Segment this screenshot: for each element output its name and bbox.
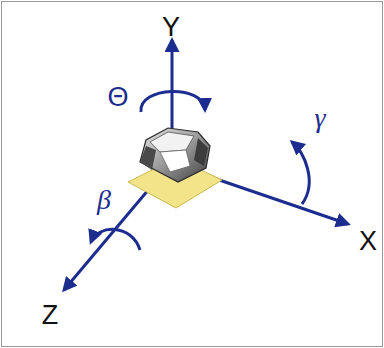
bracket-wing xyxy=(140,146,156,170)
z-axis xyxy=(64,176,160,290)
rotation-label: β xyxy=(97,186,111,214)
axis-label: Z xyxy=(42,302,59,329)
bracket-face xyxy=(150,132,194,152)
bracket-slot xyxy=(160,150,190,172)
rotation-label: Θ xyxy=(107,84,128,111)
axis-label: Y xyxy=(162,14,180,41)
gamma-rotation-arrow xyxy=(292,142,309,204)
bracket-wing xyxy=(194,138,208,166)
beta-rotation-arrow xyxy=(91,229,140,250)
axis-label: X xyxy=(359,228,377,255)
theta-rotation-arrow xyxy=(141,91,205,112)
bracket-body xyxy=(140,128,210,182)
rotation-label: γ xyxy=(314,104,325,132)
